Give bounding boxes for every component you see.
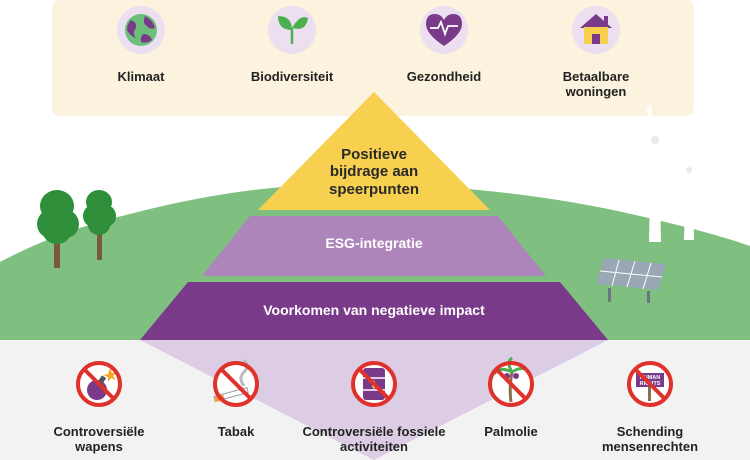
exclusion-label-palmolie: Palmolie (484, 424, 538, 439)
pyramid-tier-bottom (140, 282, 608, 340)
priority-topics-panel (52, 0, 694, 116)
pyramid-bottom-label: Voorkomen van negatieve impact (263, 302, 485, 318)
tree-left (37, 190, 79, 268)
topic-label-klimaat: Klimaat (117, 69, 165, 84)
tree-right (83, 190, 116, 260)
pyramid-middle-label: ESG-integratie (325, 235, 423, 251)
topic-label-gezondheid: Gezondheid (406, 69, 482, 84)
globe-icon (117, 6, 165, 54)
no-cigarette-icon (213, 358, 259, 407)
seedling-icon (268, 6, 316, 54)
wind-turbine-small (664, 140, 712, 240)
exclusion-label-tabak: Tabak (217, 424, 255, 439)
house-icon (572, 6, 620, 54)
no-palm-tree-icon (488, 356, 534, 407)
heart-pulse-icon (420, 6, 468, 54)
no-human-rights-violation-icon: HUMAN RIGHTS (627, 361, 673, 407)
wind-turbine-large (623, 104, 686, 242)
human-rights-sign-text-1: HUMAN (640, 375, 660, 381)
no-bomb-icon (76, 361, 122, 407)
pyramid-tier-top (258, 92, 490, 210)
topic-label-biodiversiteit: Biodiversiteit (250, 69, 334, 84)
solar-panel (596, 258, 666, 303)
no-oil-barrel-icon (351, 361, 397, 407)
pyramid-tier-middle (202, 216, 546, 276)
